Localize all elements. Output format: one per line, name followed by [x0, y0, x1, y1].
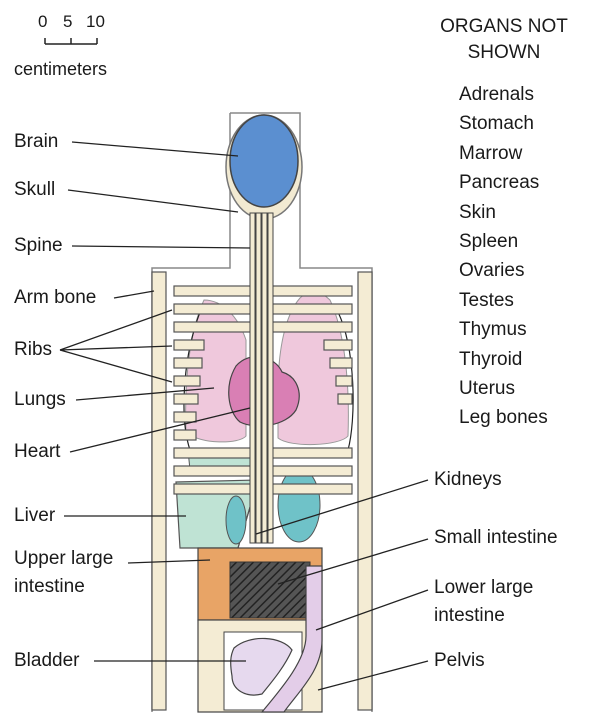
scale-tick-5: 5 [63, 12, 72, 32]
organ-not-shown-item: Skin [459, 202, 496, 224]
organ-not-shown-item: Thymus [459, 319, 527, 341]
scale-unit: centimeters [14, 58, 107, 80]
spine-shape [250, 213, 273, 543]
label-arm-bone: Arm bone [14, 287, 96, 309]
organ-not-shown-item: Pancreas [459, 172, 539, 194]
organ-not-shown-item: Stomach [459, 113, 534, 135]
kidney-right-shape [278, 468, 320, 542]
label-upper-large-intestine-2: intestine [14, 576, 85, 598]
label-lungs: Lungs [14, 389, 66, 411]
label-brain: Brain [14, 131, 58, 153]
organ-not-shown-item: Leg bones [459, 407, 548, 429]
organs-not-shown-heading: ORGANS NOT SHOWN [436, 14, 572, 66]
organ-not-shown-item: Marrow [459, 143, 522, 165]
label-small-intestine: Small intestine [434, 527, 558, 549]
right-arm-bone-shape [358, 272, 372, 710]
organ-not-shown-item: Thyroid [459, 349, 522, 371]
label-kidneys: Kidneys [434, 469, 502, 491]
organ-not-shown-item: Ovaries [459, 260, 524, 282]
organs-heading-line2: SHOWN [436, 40, 572, 66]
organ-not-shown-item: Adrenals [459, 84, 534, 106]
label-bladder: Bladder [14, 650, 80, 672]
label-skull: Skull [14, 179, 55, 201]
label-upper-large-intestine-1: Upper large [14, 548, 113, 570]
label-lower-large-intestine-1: Lower large [434, 577, 533, 599]
label-pelvis: Pelvis [434, 650, 485, 672]
kidney-left-shape [226, 496, 246, 544]
label-liver: Liver [14, 505, 55, 527]
label-spine: Spine [14, 235, 63, 257]
organ-not-shown-item: Spleen [459, 231, 518, 253]
left-arm-bone-shape [152, 272, 166, 710]
label-ribs: Ribs [14, 339, 52, 361]
brain-shape [230, 115, 298, 207]
scale-tick-10: 10 [86, 12, 105, 32]
small-intestine-shape [230, 562, 310, 618]
scale-tick-0: 0 [38, 12, 47, 32]
label-lower-large-intestine-2: intestine [434, 605, 505, 627]
organ-not-shown-item: Uterus [459, 378, 515, 400]
label-heart: Heart [14, 441, 60, 463]
scale-bar [45, 38, 97, 44]
organ-not-shown-item: Testes [459, 290, 514, 312]
organs-heading-line1: ORGANS NOT [436, 14, 572, 40]
